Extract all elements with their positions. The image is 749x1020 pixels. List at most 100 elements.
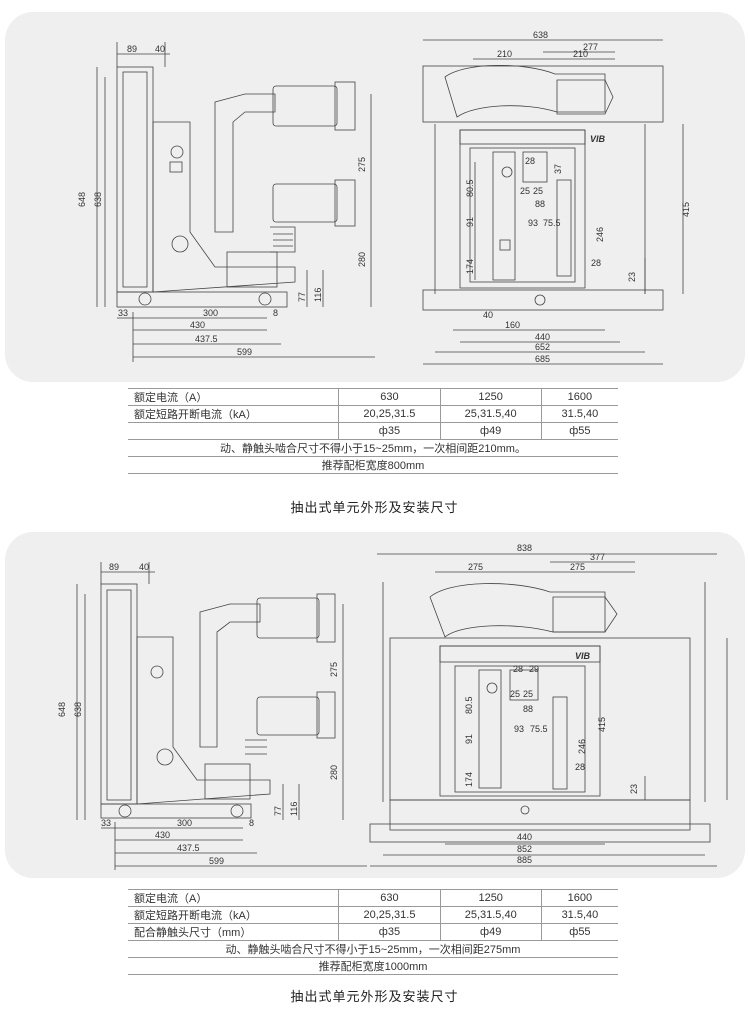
table-note-cabinet-width: 推荐配柜宽度1000mm <box>128 957 618 975</box>
front-dim-28-lower: 28 <box>575 762 585 772</box>
dim-648: 648 <box>77 192 87 207</box>
table-cell: ф35 <box>338 422 441 440</box>
dim-89: 89 <box>109 562 119 572</box>
table-cell: ф49 <box>439 923 542 941</box>
dim-77: 77 <box>297 292 307 302</box>
dim-8: 8 <box>249 818 254 828</box>
dim-8: 8 <box>273 308 278 318</box>
front-dim-88: 88 <box>535 199 545 209</box>
table-cell: ф35 <box>338 923 441 941</box>
table-cell: 1600 <box>540 388 618 406</box>
dim-599: 599 <box>237 347 252 357</box>
dim-648: 648 <box>57 702 67 717</box>
dim-275: 275 <box>329 662 339 677</box>
dim-40: 40 <box>139 562 149 572</box>
front-dim-93: 93 <box>514 724 524 734</box>
dim-300: 300 <box>177 818 192 828</box>
dim-116: 116 <box>289 802 299 816</box>
front-dim-75-5: 75.5 <box>543 218 561 228</box>
front-dim-210-right: 210 <box>573 49 588 59</box>
front-dim-838: 838 <box>517 543 532 553</box>
table-cell: 20,25,31.5 <box>338 906 441 924</box>
front-dim-75-5: 75.5 <box>530 724 548 734</box>
front-dim-440: 440 <box>517 832 532 842</box>
table-row: 推荐配柜宽度1000mm <box>128 957 618 975</box>
front-dim-277: 277 <box>583 42 598 52</box>
front-dim-174: 174 <box>465 259 475 274</box>
vib-label: VIB <box>575 651 591 661</box>
front-dim-25-a: 25 <box>510 689 520 699</box>
table-cell: ф55 <box>540 923 618 941</box>
front-dim-246: 246 <box>577 739 587 754</box>
front-dim-80-5: 80.5 <box>465 179 475 197</box>
front-dim-40: 40 <box>483 310 493 320</box>
front-dim-210-left: 210 <box>497 49 512 59</box>
dim-437-5: 437.5 <box>195 334 218 344</box>
table-cell-label: 额定电流（A） <box>128 388 339 406</box>
dim-599: 599 <box>209 856 224 866</box>
table-row: 额定短路开断电流（kA） 20,25,31.5 25,31.5,40 31.5,… <box>128 405 618 423</box>
front-dim-25-b: 25 <box>523 689 533 699</box>
table-note-spacing: 动、静触头啮合尺寸不得小于15~25mm，一次相间距275mm <box>128 940 618 958</box>
table-row: 动、静触头啮合尺寸不得小于15~25mm，一次相间距275mm <box>128 940 618 958</box>
front-dim-37: 37 <box>553 164 563 174</box>
table-cell-label: 额定电流（A） <box>128 889 339 907</box>
table-cell: 25,31.5,40 <box>439 906 542 924</box>
front-dim-377: 377 <box>590 552 605 562</box>
front-dim-29: 29 <box>529 664 539 674</box>
table-cell: 1600 <box>540 889 618 907</box>
dim-430: 430 <box>155 830 170 840</box>
table-cell: 31.5,40 <box>540 405 618 423</box>
front-dim-440: 440 <box>535 332 550 342</box>
front-dim-852: 852 <box>517 844 532 854</box>
front-dim-174: 174 <box>464 772 474 787</box>
front-dim-23: 23 <box>627 272 637 282</box>
spec-table-top: 额定电流（A） 630 1250 1600 额定短路开断电流（kA） 20,25… <box>128 388 618 474</box>
front-dim-91: 91 <box>465 217 475 227</box>
dim-77: 77 <box>273 806 283 816</box>
dim-638: 638 <box>73 702 83 717</box>
front-dim-885: 885 <box>517 855 532 865</box>
front-dim-160: 160 <box>505 320 520 330</box>
table-cell-label: 额定短路开断电流（kA） <box>128 906 339 924</box>
front-dim-28: 28 <box>513 664 523 674</box>
front-dim-28-lower: 28 <box>591 258 601 268</box>
front-dim-23: 23 <box>629 784 639 794</box>
table-cell-label: 额定短路开断电流（kA） <box>128 405 339 423</box>
table-cell-label: 配合静触头尺寸（mm） <box>128 923 339 941</box>
table-row: 额定短路开断电流（kA） 20,25,31.5 25,31.5,40 31.5,… <box>128 906 618 924</box>
table-row: 动、静触头啮合尺寸不得小于15~25mm，一次相间距210mm。 <box>128 439 618 457</box>
dim-437-5: 437.5 <box>177 843 200 853</box>
front-dim-28: 28 <box>525 156 535 166</box>
table-cell: 20,25,31.5 <box>338 405 441 423</box>
table-row: 额定电流（A） 630 1250 1600 <box>128 889 618 907</box>
table-row: ф35 ф49 ф55 <box>128 422 618 440</box>
vib-label: VIB <box>590 134 606 144</box>
dim-33: 33 <box>118 308 128 318</box>
table-cell: 1250 <box>439 388 542 406</box>
front-dim-80-5: 80.5 <box>464 696 474 714</box>
table-row: 配合静触头尺寸（mm） ф35 ф49 ф55 <box>128 923 618 941</box>
caption-bottom: 抽出式单元外形及安装尺寸 <box>290 989 459 1004</box>
dim-275: 275 <box>357 157 367 172</box>
dim-430: 430 <box>190 320 205 330</box>
front-dim-415: 415 <box>681 202 691 217</box>
front-dim-91: 91 <box>464 734 474 744</box>
table-cell: 25,31.5,40 <box>439 405 542 423</box>
table-note-cabinet-width: 推荐配柜宽度800mm <box>128 456 618 474</box>
table-cell: ф55 <box>540 422 618 440</box>
front-dim-275-left: 275 <box>468 562 483 572</box>
front-dim-652: 652 <box>535 342 550 352</box>
dim-638: 638 <box>93 192 103 207</box>
dim-300: 300 <box>203 308 218 318</box>
table-row: 推荐配柜宽度800mm <box>128 456 618 474</box>
table-cell: 1250 <box>439 889 542 907</box>
table-cell-label <box>128 422 339 440</box>
front-dim-25-b: 25 <box>533 186 543 196</box>
front-dim-246: 246 <box>595 227 605 242</box>
front-dim-638: 638 <box>533 30 548 40</box>
drawing-panel-bottom: 89 40 648 638 275 280 77 116 33 300 8 43… <box>5 532 745 878</box>
caption-top: 抽出式单元外形及安装尺寸 <box>290 500 459 515</box>
spec-table-bottom: 额定电流（A） 630 1250 1600 额定短路开断电流（kA） 20,25… <box>128 889 618 975</box>
front-dim-93: 93 <box>528 218 538 228</box>
